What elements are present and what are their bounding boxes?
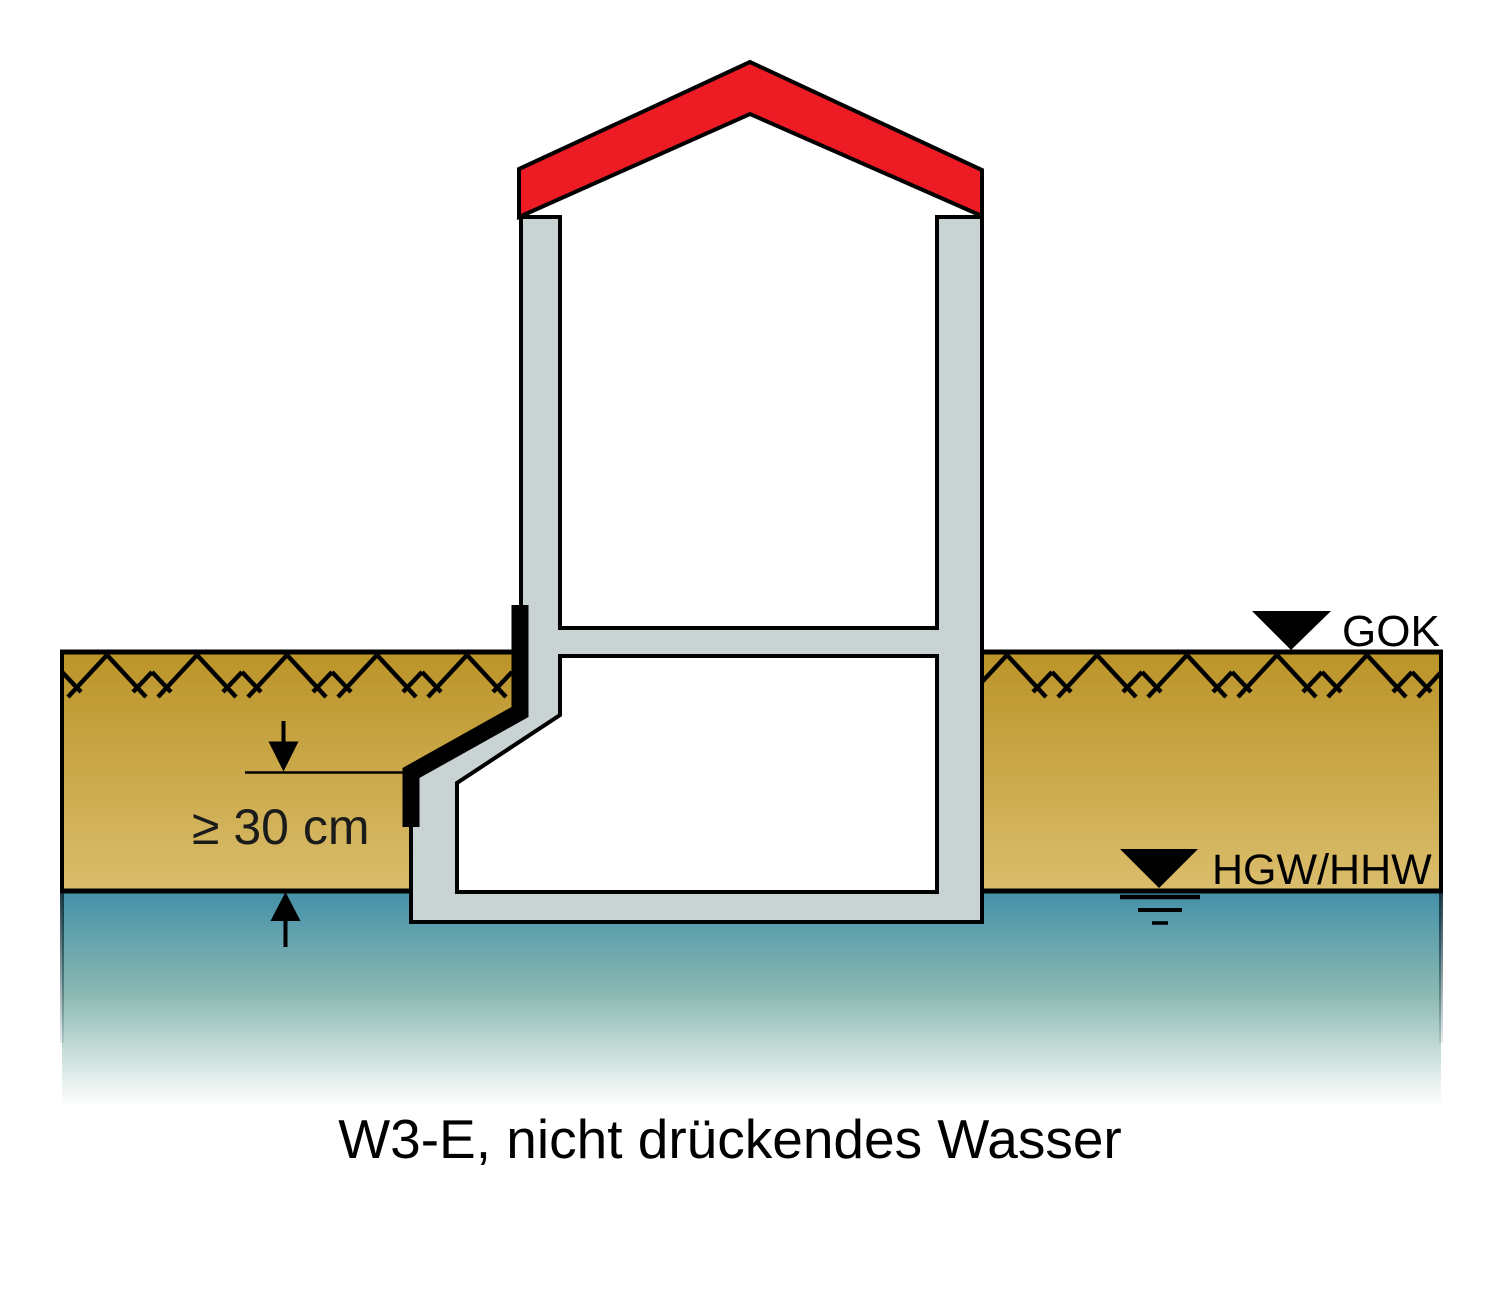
groundwater-level-marker: HGW/HHW	[1120, 846, 1432, 925]
figure-caption: W3-E, nicht drückendes Wasser	[338, 1108, 1122, 1170]
groundwater-left-border	[60, 893, 64, 1043]
dimension-arrow-down-icon	[268, 741, 299, 772]
waterproofing-membrane	[402, 605, 529, 827]
gok-triangle-icon	[1252, 611, 1331, 650]
groundwater-right-border	[1439, 893, 1443, 1043]
dimension-annotation: ≥ 30 cm	[192, 721, 403, 947]
dimension-label: ≥ 30 cm	[192, 799, 370, 855]
building-interior-backdrop	[411, 217, 982, 922]
soil-hatching-right	[982, 653, 1441, 700]
ground-level-marker: GOK	[1252, 607, 1440, 656]
gok-label: GOK	[1342, 607, 1440, 656]
dimension-arrow-up-icon	[270, 892, 301, 921]
soil-hatching-left	[62, 653, 512, 700]
roof	[517, 59, 984, 221]
groundwater-body	[62, 891, 1441, 1106]
water-level-triangle-icon	[1120, 849, 1198, 888]
hgw-label: HGW/HHW	[1212, 846, 1432, 894]
